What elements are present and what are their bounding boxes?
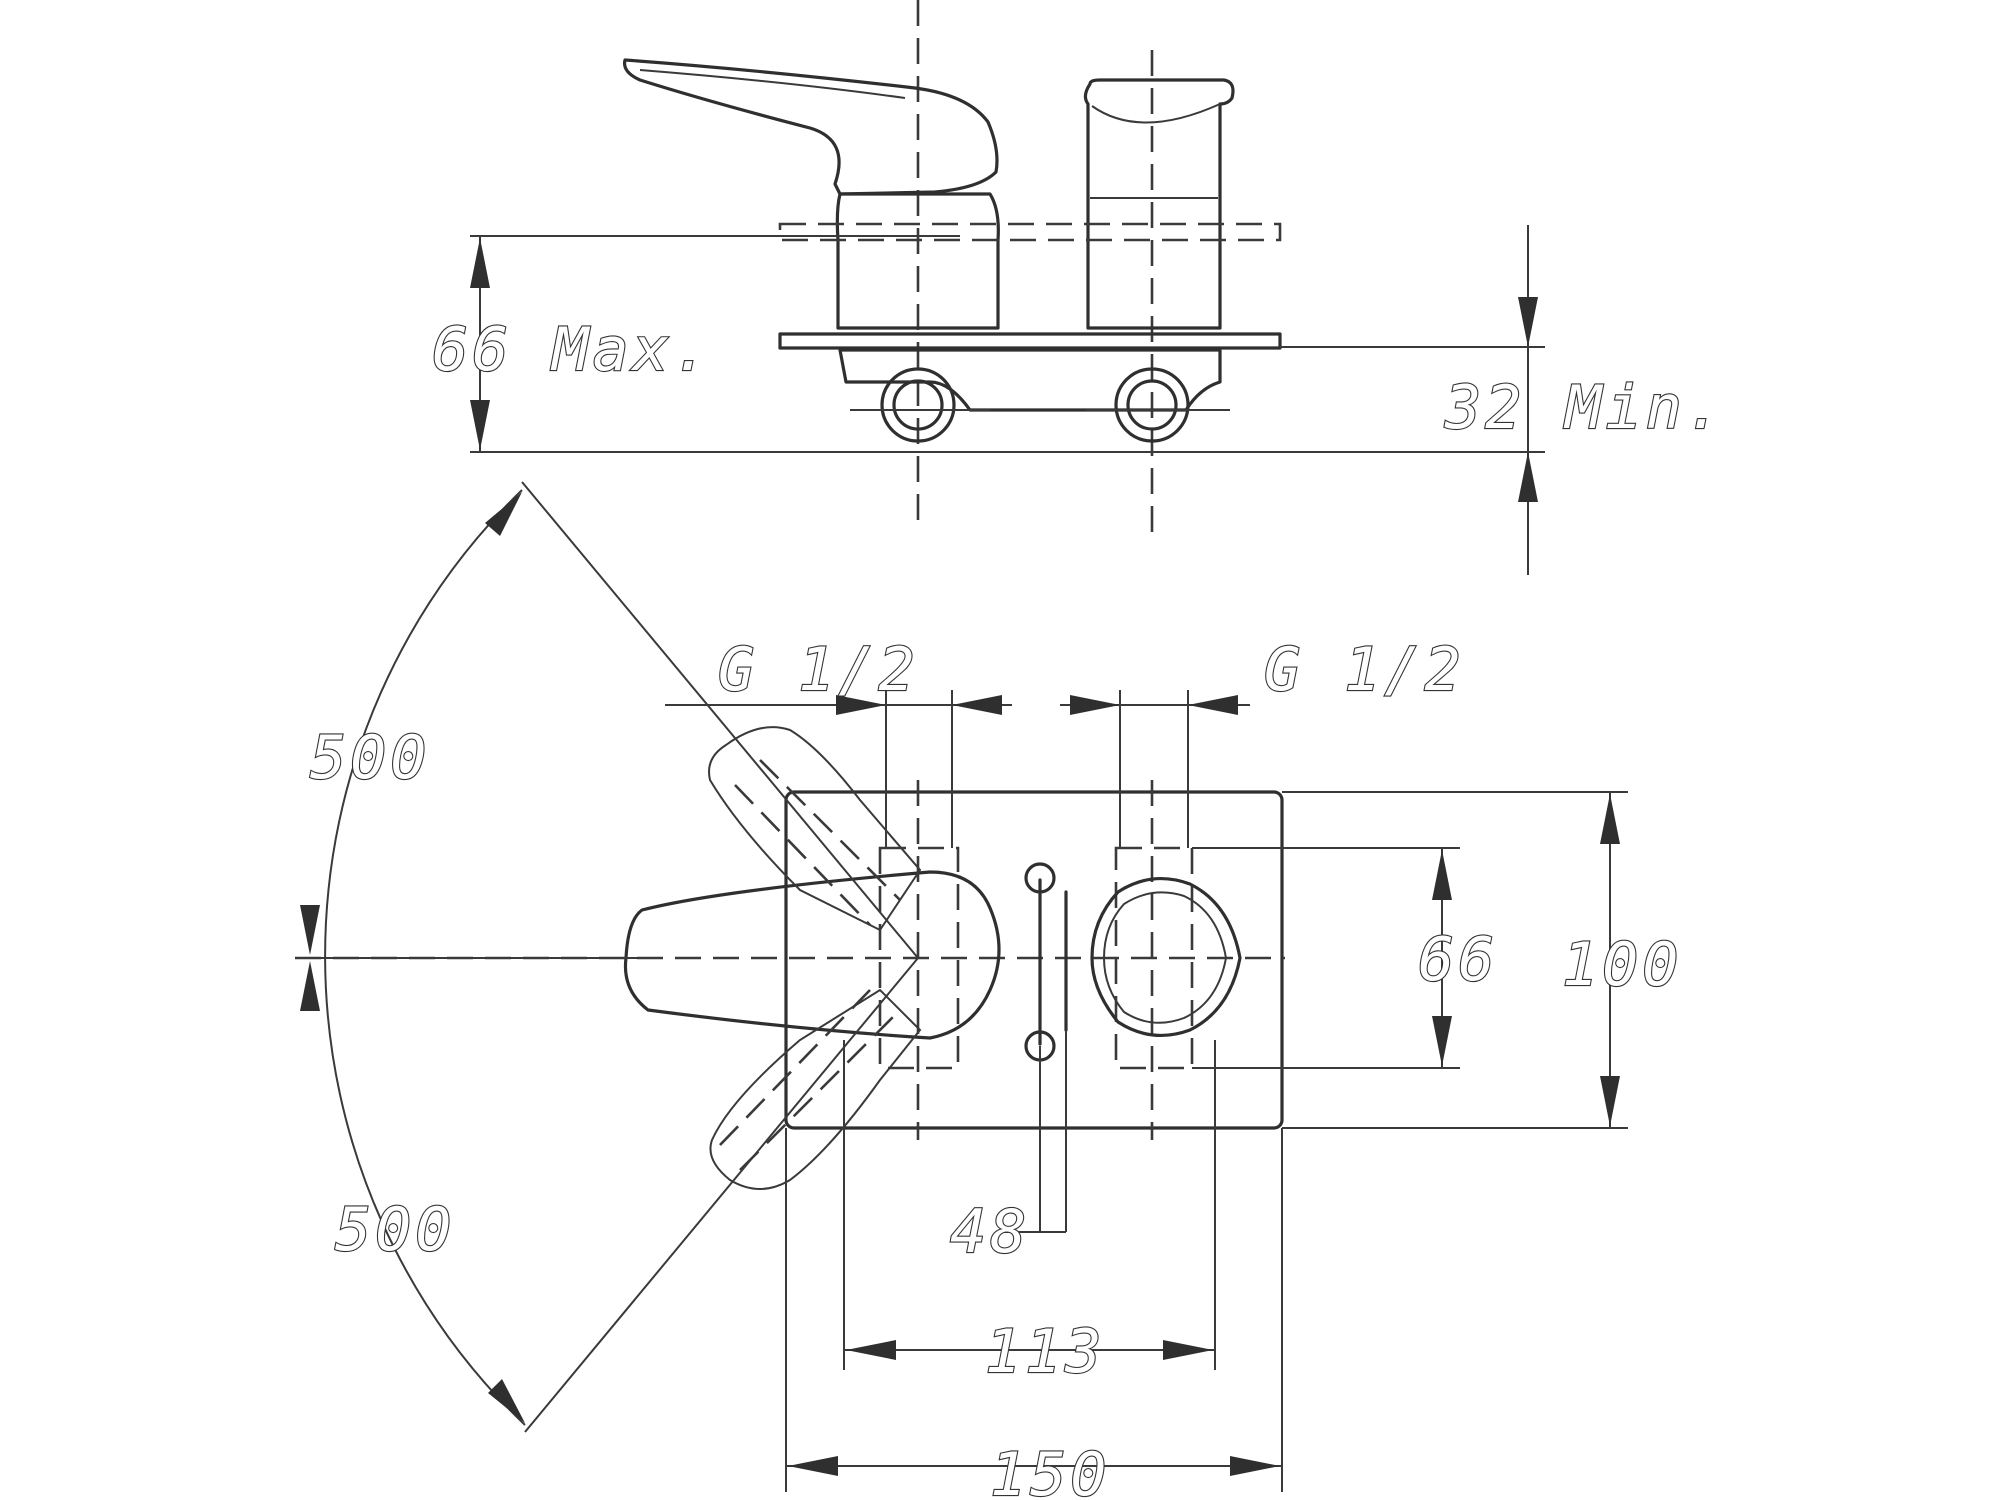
label-thread-left: G 1/2 (718, 635, 919, 705)
inlet-box-left (878, 846, 960, 1070)
dim-150-arrow-left (788, 1456, 838, 1476)
eccentric-union-left (880, 367, 956, 443)
lever-handle-plan (623, 870, 1001, 1040)
diverter-knob-cap (1091, 103, 1221, 124)
cover-plate-min (778, 332, 1282, 350)
swing-arrow-top (485, 492, 522, 536)
swing-radius-lower (524, 957, 919, 1433)
cover-plate-plan (784, 790, 1284, 1130)
label-height-max: 66 Max. (432, 315, 713, 385)
dim-66max-arrow-top (470, 238, 490, 288)
label-body-height: 66 (1418, 925, 1498, 995)
dim-100-arrow-bottom (1600, 1076, 1620, 1126)
dim-150-arrow-right (1230, 1456, 1280, 1476)
label-plate-height: 100 (1562, 930, 1682, 1000)
side-elevation-view: 66 Max. 32 Min. (431, 0, 1726, 575)
dim-100-arrow-top (1600, 794, 1620, 844)
dim-66max-arrow-bottom (470, 400, 490, 450)
pin-head-top (1024, 862, 1056, 894)
swing-arrow-mid-down (300, 961, 320, 1011)
eccentric-union-right (1114, 367, 1190, 443)
g12-right-arrow-b (1188, 695, 1238, 715)
label-clearance-min: 32 Min. (1444, 373, 1726, 443)
g12-right-arrow-a (1070, 695, 1120, 715)
inlet-box-right (1114, 846, 1194, 1070)
diverter-knob-side (1083, 78, 1235, 330)
lever-handle-side (622, 58, 999, 196)
diverter-knob-plan-inner (1102, 891, 1228, 1024)
swing-arrow-bottom (488, 1379, 525, 1423)
swing-radius-upper (521, 481, 919, 959)
lever-ghost-lower-inner (719, 989, 901, 1171)
plan-view: 500 500 G 1/2 G 1/2 66 100 48 (295, 481, 1682, 1500)
g12-left-arrow-b (952, 695, 1002, 715)
swing-arrow-mid-up (300, 905, 320, 955)
eccentric-union-right-inner (1126, 379, 1178, 431)
lever-handle-edge (639, 69, 906, 99)
lever-ghost-upper (708, 726, 922, 932)
g12-left-arrow-a (836, 695, 886, 715)
mixer-body-side (835, 192, 1000, 330)
label-swing-lower: 500 (335, 1195, 455, 1265)
label-inlet-spacing: 113 (985, 1317, 1105, 1387)
diverter-knob-plan (1090, 877, 1242, 1037)
eccentric-union-left-inner (892, 379, 944, 431)
cover-plate-max (778, 222, 1282, 242)
label-center-offset: 48 (950, 1197, 1030, 1267)
dim-32min-arrow-top (1518, 297, 1538, 347)
dim-113-arrow-left (846, 1340, 896, 1360)
dim-66-arrow-top (1432, 850, 1452, 900)
dim-32min-arrow-bottom (1518, 452, 1538, 502)
lever-ghost-lower (709, 988, 922, 1190)
label-thread-right: G 1/2 (1264, 635, 1465, 705)
label-plate-width: 150 (990, 1440, 1110, 1500)
label-swing-upper: 500 (310, 723, 430, 793)
dim-113-arrow-right (1163, 1340, 1213, 1360)
dim-66-arrow-bottom (1432, 1016, 1452, 1066)
lever-ghost-upper-inner (734, 759, 901, 926)
connector-bridge (838, 348, 1222, 412)
